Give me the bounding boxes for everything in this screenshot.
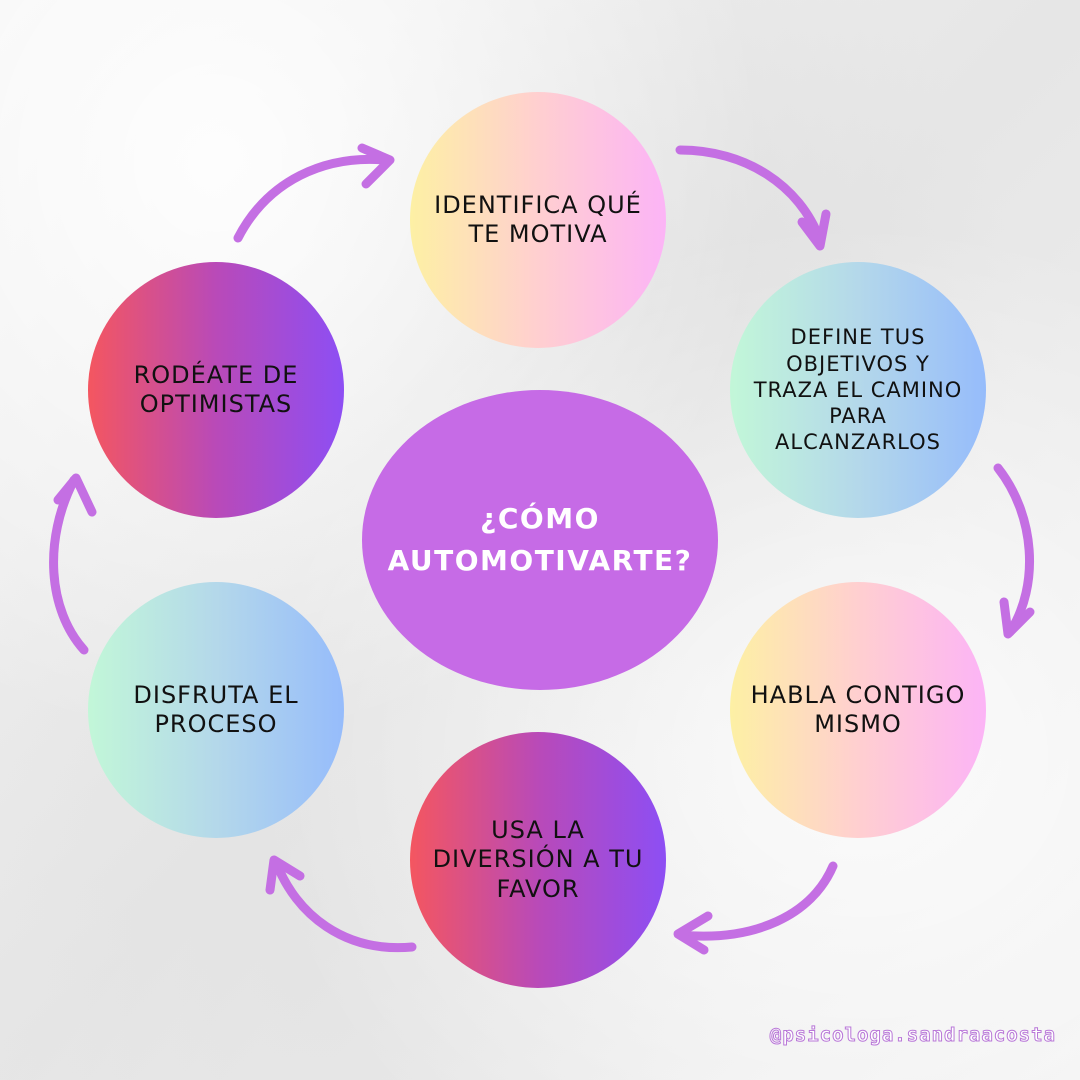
arrow-icon <box>265 855 417 953</box>
arrow-icon <box>993 463 1035 639</box>
step-circle-optimistas: Rodéate de optimistas <box>88 262 344 518</box>
step-label: Habla contigo mismo <box>750 680 966 738</box>
step-circle-define-objetivos: Define tus objetivos y traza el camino p… <box>730 262 986 518</box>
step-circle-disfruta: Disfruta el proceso <box>88 582 344 838</box>
step-circle-diversion: Usa la diversión a tu favor <box>410 732 666 988</box>
step-label: Rodéate de optimistas <box>133 360 299 418</box>
center-circle: ¿Cómo automotivarte? <box>362 390 718 690</box>
center-title: ¿Cómo automotivarte? <box>387 502 693 577</box>
arrow-icon <box>673 861 838 955</box>
step-label: Disfruta el proceso <box>133 680 299 738</box>
step-label: Identifica qué te motiva <box>434 190 642 248</box>
author-handle: @psicologa.sandraacosta <box>769 1024 1056 1047</box>
step-label: Define tus objetivos y traza el camino p… <box>753 325 963 455</box>
step-circle-habla-contigo: Habla contigo mismo <box>730 582 986 838</box>
arrow-icon <box>233 143 395 243</box>
step-label: Usa la diversión a tu favor <box>432 816 644 903</box>
arrow-icon <box>675 145 831 251</box>
step-circle-identifica: Identifica qué te motiva <box>410 92 666 348</box>
arrow-icon <box>49 473 97 655</box>
